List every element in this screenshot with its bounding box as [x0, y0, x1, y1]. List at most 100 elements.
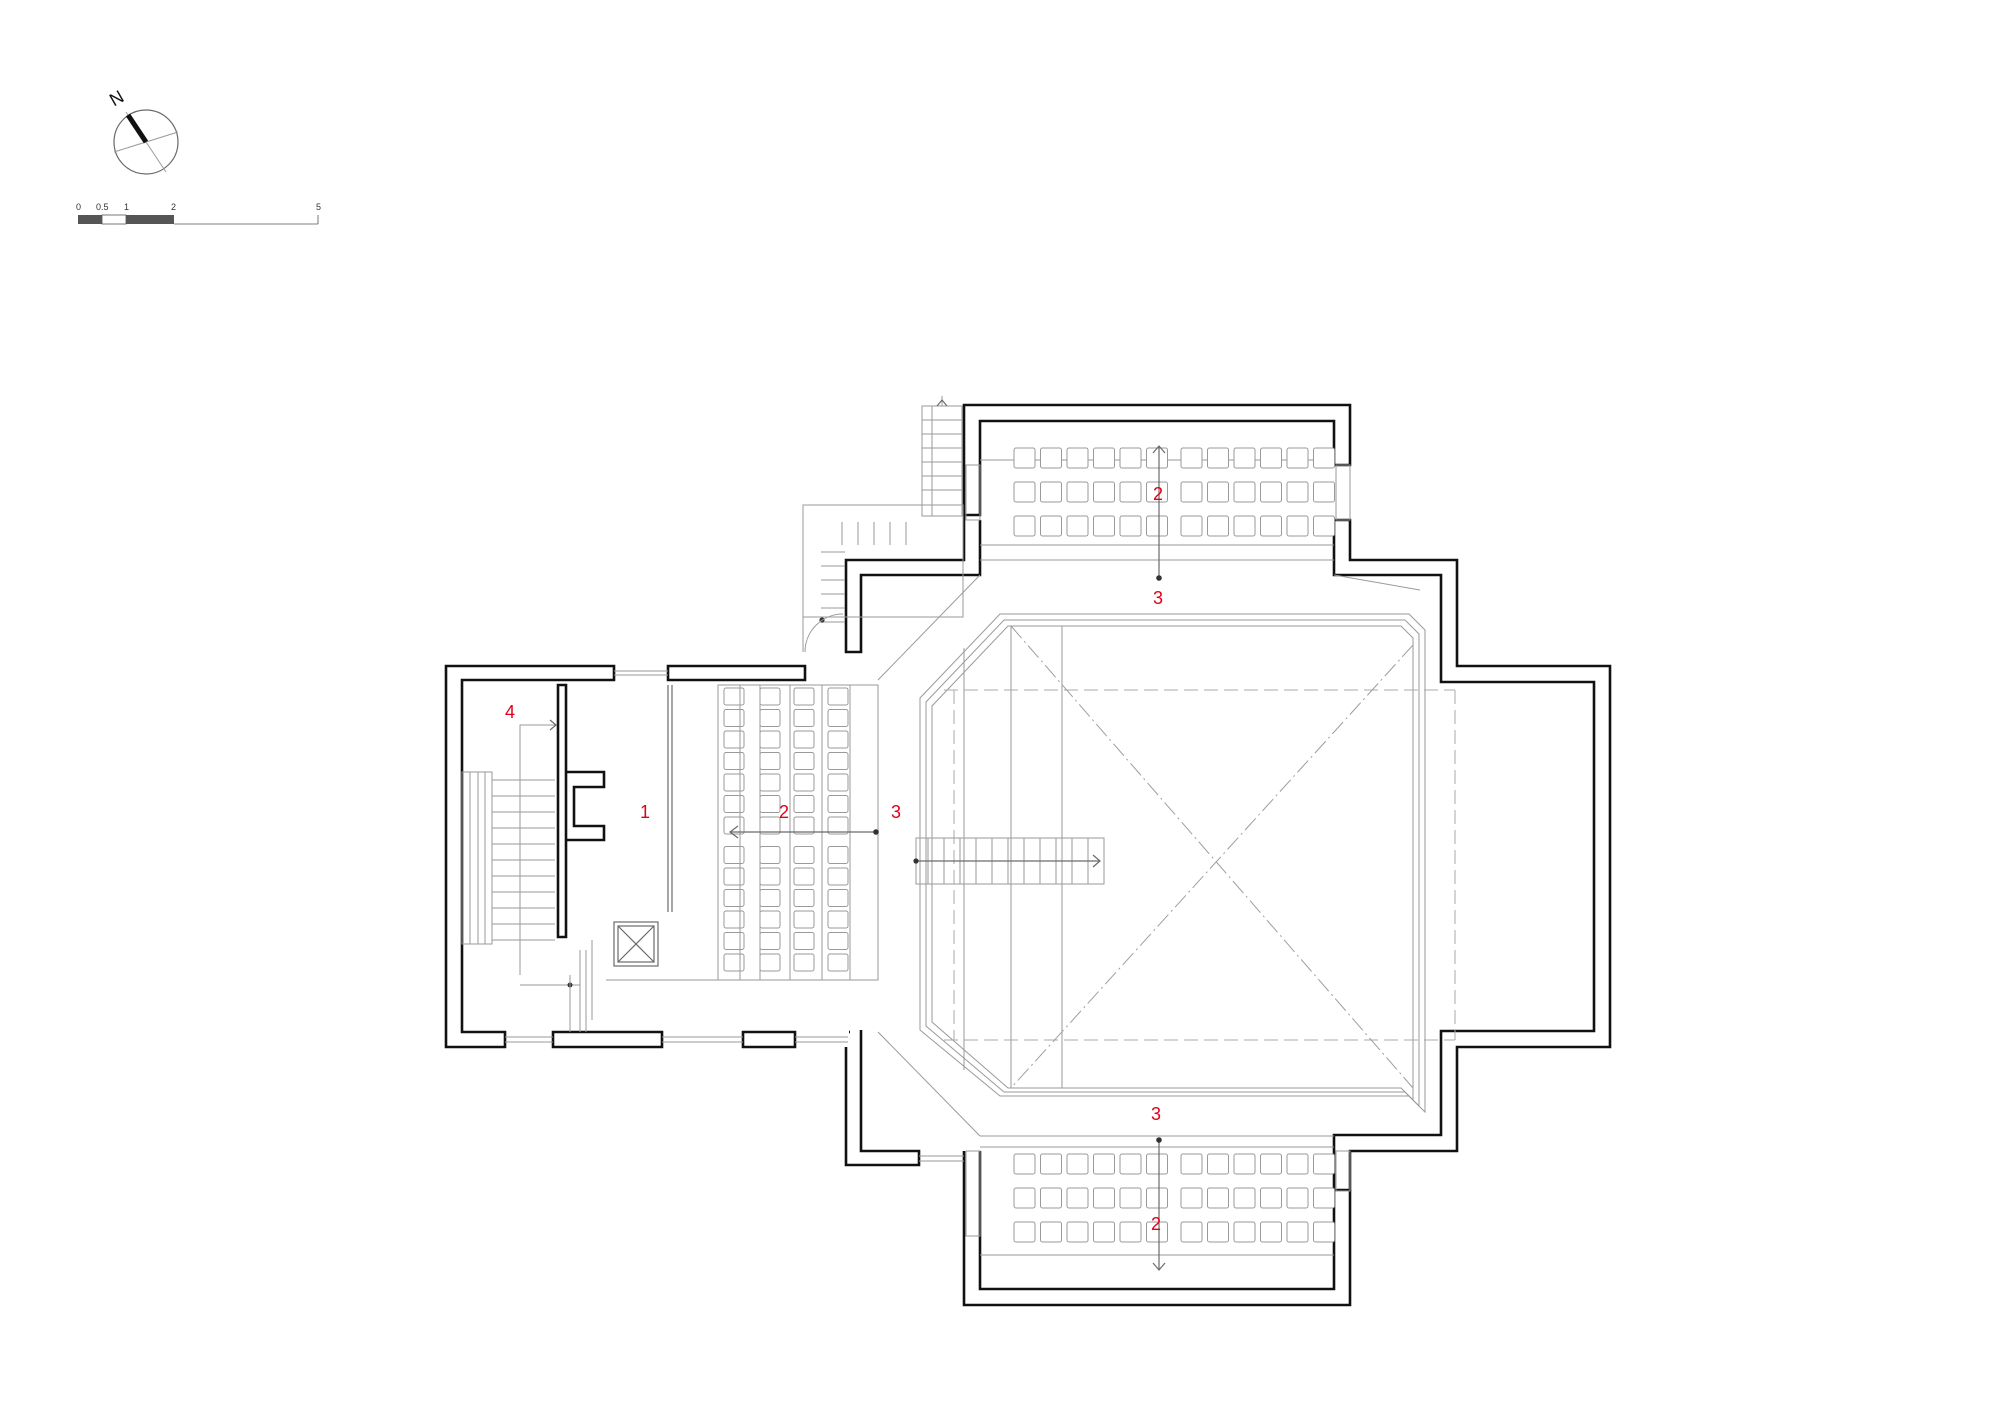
seat [1180, 515, 1203, 537]
seat [759, 709, 781, 727]
seat [1207, 1153, 1229, 1175]
seat [1066, 447, 1089, 469]
seat [1180, 1221, 1203, 1243]
seat [1146, 1221, 1168, 1243]
seat [1013, 515, 1036, 537]
room-label-1: 1 [640, 802, 650, 822]
seat [759, 932, 781, 950]
seat [793, 910, 815, 929]
seat [827, 953, 849, 972]
seat [793, 687, 815, 706]
seat [1093, 481, 1115, 503]
seat [1119, 515, 1142, 537]
seat [1040, 1221, 1062, 1243]
seat [723, 795, 745, 813]
seat [1286, 1221, 1309, 1243]
scale-tick-0: 0 [76, 202, 81, 212]
north-seating [1013, 447, 1335, 537]
seat [759, 953, 781, 972]
room-label-2-north: 2 [1153, 484, 1163, 504]
central-stair [913, 837, 1105, 885]
seat [1119, 1187, 1142, 1209]
seat [1207, 515, 1229, 537]
seat [1040, 447, 1062, 469]
seat [793, 709, 815, 727]
scale-tick-2: 2 [171, 202, 176, 212]
seat [723, 867, 745, 886]
seat [1286, 1187, 1309, 1209]
seat [1119, 447, 1142, 469]
north-label: N [106, 86, 127, 110]
seat [759, 910, 781, 929]
seat [1066, 1221, 1089, 1243]
seat [1260, 447, 1282, 469]
seat [827, 932, 849, 950]
seat [1233, 481, 1256, 503]
seat [1093, 515, 1115, 537]
seat [723, 687, 745, 706]
seat [1260, 515, 1282, 537]
scale-tick-0-5: 0.5 [96, 202, 109, 212]
west-wing [444, 664, 879, 1049]
seat [759, 773, 781, 792]
seat [759, 795, 781, 813]
seat [827, 816, 849, 835]
room-labels: 1 2 3 4 2 3 3 2 [505, 484, 1163, 1234]
seat [759, 687, 781, 706]
scale-bar: 0 0.5 1 2 5 [76, 202, 321, 225]
seat [793, 730, 815, 749]
seat [1040, 1187, 1062, 1209]
seat [1260, 1153, 1282, 1175]
seat [1013, 1153, 1036, 1175]
seat [723, 773, 745, 792]
seat [1286, 515, 1309, 537]
seat [1233, 1153, 1256, 1175]
seat [1233, 515, 1256, 537]
seat [1207, 1187, 1229, 1209]
scale-tick-1: 1 [124, 202, 129, 212]
seat [723, 730, 745, 749]
seat [1040, 481, 1062, 503]
seat [759, 752, 781, 770]
south-seating [1013, 1153, 1335, 1243]
seat [1146, 481, 1168, 503]
seat [1146, 515, 1168, 537]
seat [1286, 447, 1309, 469]
seat [793, 932, 815, 950]
seat [1119, 1221, 1142, 1243]
seat [1180, 447, 1203, 469]
seat [1013, 1187, 1036, 1209]
seat [1066, 481, 1089, 503]
seat [723, 846, 745, 864]
seat [1066, 1153, 1089, 1175]
seat [793, 816, 815, 835]
seat [1313, 1221, 1335, 1243]
seat [827, 709, 849, 727]
seat [827, 773, 849, 792]
seat [1260, 1221, 1282, 1243]
seat [1119, 481, 1142, 503]
seat [793, 795, 815, 813]
seat [827, 752, 849, 770]
seat [1207, 1221, 1229, 1243]
room-label-2-west: 2 [779, 802, 789, 822]
seat [1286, 1153, 1309, 1175]
north-stair [802, 396, 964, 653]
seat [1066, 515, 1089, 537]
seat [759, 889, 781, 907]
seat [723, 910, 745, 929]
room-label-3-west: 3 [891, 802, 901, 822]
seat [1146, 1187, 1168, 1209]
seat [827, 889, 849, 907]
seat [1180, 1187, 1203, 1209]
seat [1146, 1153, 1168, 1175]
seat [1233, 1187, 1256, 1209]
seat [1313, 447, 1335, 469]
seat [1013, 1221, 1036, 1243]
room-label-4: 4 [505, 702, 515, 722]
seat [827, 687, 849, 706]
seat [827, 910, 849, 929]
seat [1260, 1187, 1282, 1209]
seat [1260, 481, 1282, 503]
